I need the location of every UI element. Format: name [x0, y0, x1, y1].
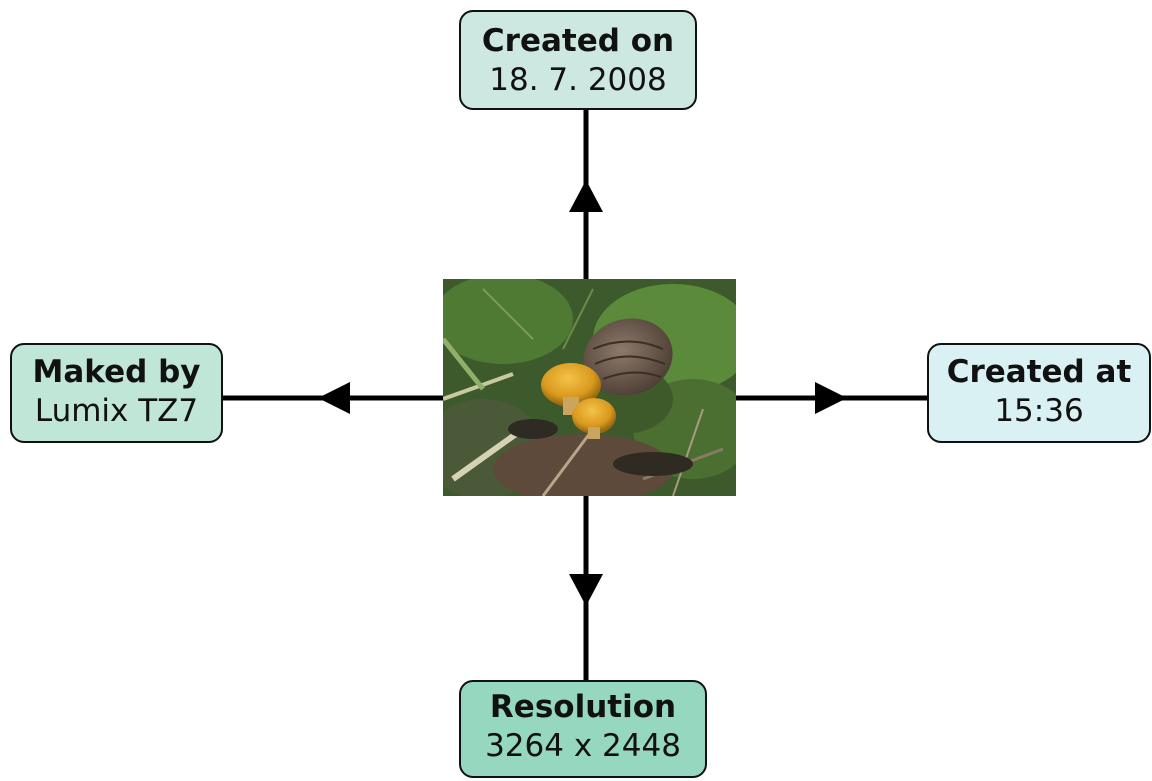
- node-created-at-title: Created at: [946, 354, 1132, 390]
- arrow-down-icon: [569, 574, 603, 606]
- node-resolution-value: 3264 x 2448: [485, 728, 681, 764]
- node-maked-by-title: Maked by: [32, 354, 201, 390]
- arrow-up-icon: [569, 180, 603, 212]
- node-created-at-value: 15:36: [994, 393, 1084, 429]
- node-created-on-value: 18. 7. 2008: [489, 62, 667, 98]
- arrow-left-icon: [318, 382, 350, 414]
- node-created-on: Created on 18. 7. 2008: [459, 10, 697, 110]
- arrow-right-icon: [815, 382, 847, 414]
- node-maked-by: Maked by Lumix TZ7: [10, 343, 223, 443]
- node-resolution: Resolution 3264 x 2448: [459, 680, 707, 778]
- node-resolution-title: Resolution: [489, 689, 677, 725]
- node-maked-by-value: Lumix TZ7: [34, 393, 199, 429]
- node-created-on-title: Created on: [481, 23, 675, 59]
- node-created-at: Created at 15:36: [927, 343, 1151, 443]
- mushroom-photo: [443, 279, 736, 496]
